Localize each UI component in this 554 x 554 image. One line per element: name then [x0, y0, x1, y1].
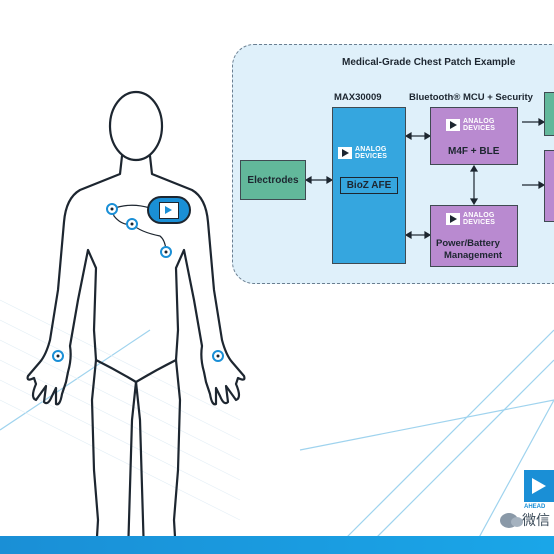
mcu-label: Bluetooth® MCU + Security — [409, 92, 533, 103]
electrodes-label: Electrodes — [247, 174, 299, 186]
electrodes-block: Electrodes — [240, 160, 306, 200]
m4f-label: M4F + BLE — [448, 146, 500, 157]
electrode-dots — [52, 203, 224, 362]
offscreen-block-green — [544, 92, 554, 136]
corner-logo-icon — [524, 470, 554, 502]
power-block — [430, 205, 518, 267]
wechat-icon — [500, 512, 523, 528]
bottom-bar — [0, 536, 554, 554]
offscreen-block-purple — [544, 150, 554, 222]
adi-mark-icon — [338, 147, 352, 159]
afe-chip-label: MAX30009 — [334, 92, 382, 103]
watermark: 微信 — [500, 510, 550, 530]
watermark-text: 微信 — [522, 512, 550, 528]
adi-mark-icon — [446, 119, 460, 131]
corner-text: AHEAD — [524, 504, 546, 510]
m4f-block — [430, 107, 518, 165]
chest-patch-device-icon — [147, 196, 191, 224]
bioz-afe-label: BioZ AFE — [340, 177, 398, 194]
power-label-line2: Management — [444, 250, 503, 261]
panel-title: Medical-Grade Chest Patch Example — [342, 57, 516, 68]
adi-mark-icon — [446, 213, 460, 225]
power-label-line1: Power/Battery — [436, 238, 500, 249]
play-icon — [159, 201, 179, 219]
